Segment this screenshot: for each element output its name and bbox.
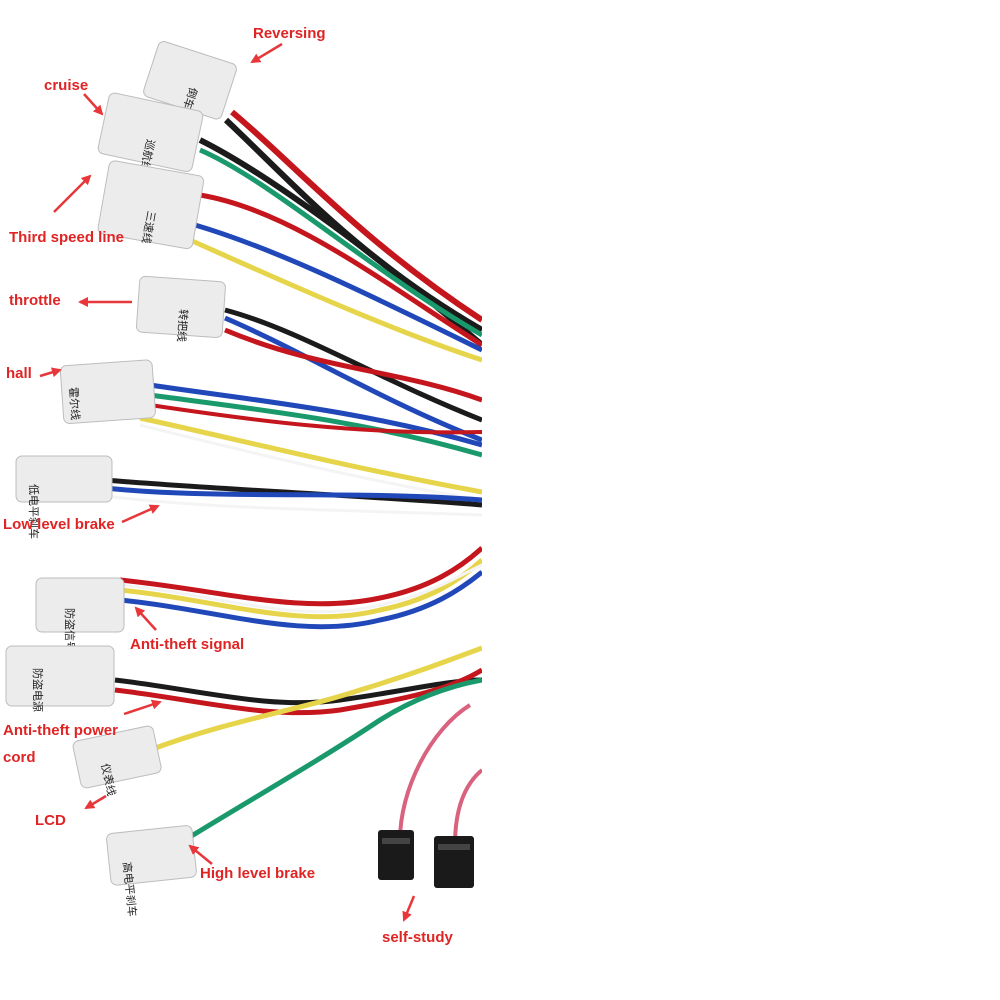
- wire-hall-blue: [149, 382, 482, 448]
- connector-third-speed-text: 三速线: [139, 210, 159, 245]
- connector-low-level-brake: 低电平刹车: [15, 455, 113, 539]
- wire-antitheft-signal-red: [119, 546, 482, 607]
- connector-hall-text: 霍尔线: [67, 387, 83, 421]
- wire-third-blue: [194, 222, 482, 353]
- connector-anti-theft-power: 防盗电源: [5, 645, 115, 712]
- wire-lcd-yellow: [149, 645, 482, 753]
- wire-throttle-black: [224, 307, 482, 423]
- wire-antitheft-signal-white: [119, 563, 482, 614]
- connector-anti-theft-signal: 防盗信号: [35, 577, 125, 652]
- connector-anti-theft-signal-text: 防盗信号: [63, 608, 77, 652]
- connector-third-speed: 三速线: [97, 160, 205, 250]
- label-self-study: self-study: [382, 929, 453, 946]
- arrow-cruise: [83, 93, 104, 116]
- wire-selfstudy-pink-left: [398, 703, 472, 841]
- label-third-speed-line: Third speed line: [9, 229, 125, 246]
- arrow-hall: [39, 367, 62, 378]
- wire-hall-white: [139, 423, 482, 502]
- connector-high-level-brake-text: 高电平刹车: [120, 861, 140, 917]
- label-lcd: LCD: [35, 812, 66, 829]
- connector-high-level-brake: 高电平刹车: [106, 825, 197, 917]
- arrow-anti-theft-power: [123, 699, 162, 716]
- connector-lcd: 仪表线: [72, 725, 162, 797]
- connector-throttle-text: 转把线: [175, 309, 191, 343]
- arrow-lcd: [84, 794, 107, 810]
- wire-third-red: [199, 192, 482, 348]
- arrow-self-study: [402, 895, 416, 922]
- connectors-group: 倒车线 巡航线 三速线 转把线 霍尔线 低电平刹车: [5, 41, 474, 917]
- wire-lowbrake-white: [104, 494, 482, 517]
- arrows-group: [39, 42, 416, 922]
- label-cruise: cruise: [44, 77, 89, 94]
- connector-self-study-right: [434, 836, 474, 888]
- wire-antitheft-signal-yellow: [119, 558, 482, 620]
- arrow-anti-theft-signal: [134, 606, 157, 631]
- wire-reversing-red: [230, 109, 482, 323]
- connector-anti-theft-power-text: 防盗电源: [31, 668, 45, 712]
- label-reversing: Reversing: [253, 25, 326, 42]
- connector-hall: 霍尔线: [59, 359, 156, 424]
- wire-third-yellow: [188, 237, 482, 363]
- arrow-reversing: [250, 42, 283, 64]
- wire-highbrake-green: [183, 677, 482, 843]
- wire-hall-red: [149, 403, 482, 435]
- wire-hall-green: [149, 392, 482, 458]
- wire-selfstudy-pink-right: [453, 768, 482, 846]
- connector-cruise: 巡航线: [97, 92, 204, 173]
- connector-low-level-brake-text: 低电平刹车: [27, 484, 41, 539]
- label-throttle: throttle: [9, 292, 61, 309]
- label-high-level-brake: High level brake: [200, 865, 316, 882]
- connector-self-study-left: [378, 830, 414, 880]
- connector-throttle: 转把线: [135, 275, 226, 343]
- wire-antitheft-power-red: [114, 667, 482, 716]
- wire-cruise-green: [199, 147, 482, 338]
- label-low-level-brake: Low level brake: [3, 516, 115, 533]
- wire-hall-yellow: [139, 415, 482, 495]
- wire-antitheft-signal-blue: [119, 570, 482, 630]
- label-anti-theft-signal: Anti-theft signal: [130, 636, 245, 653]
- wire-throttle-red: [224, 327, 482, 403]
- arrow-high-level-brake: [188, 844, 213, 865]
- connector-cruise-text: 巡航线: [137, 138, 158, 173]
- arrow-third-speed: [53, 174, 92, 213]
- wire-throttle-blue: [224, 315, 482, 443]
- label-anti-theft-power-cord: Anti-theft power cord: [3, 722, 118, 766]
- connector-lcd-text: 仪表线: [98, 762, 119, 797]
- wire-lowbrake-blue: [104, 485, 482, 503]
- arrow-low-level-brake: [121, 504, 160, 524]
- wires-group: [104, 109, 482, 846]
- label-hall: hall: [6, 365, 32, 382]
